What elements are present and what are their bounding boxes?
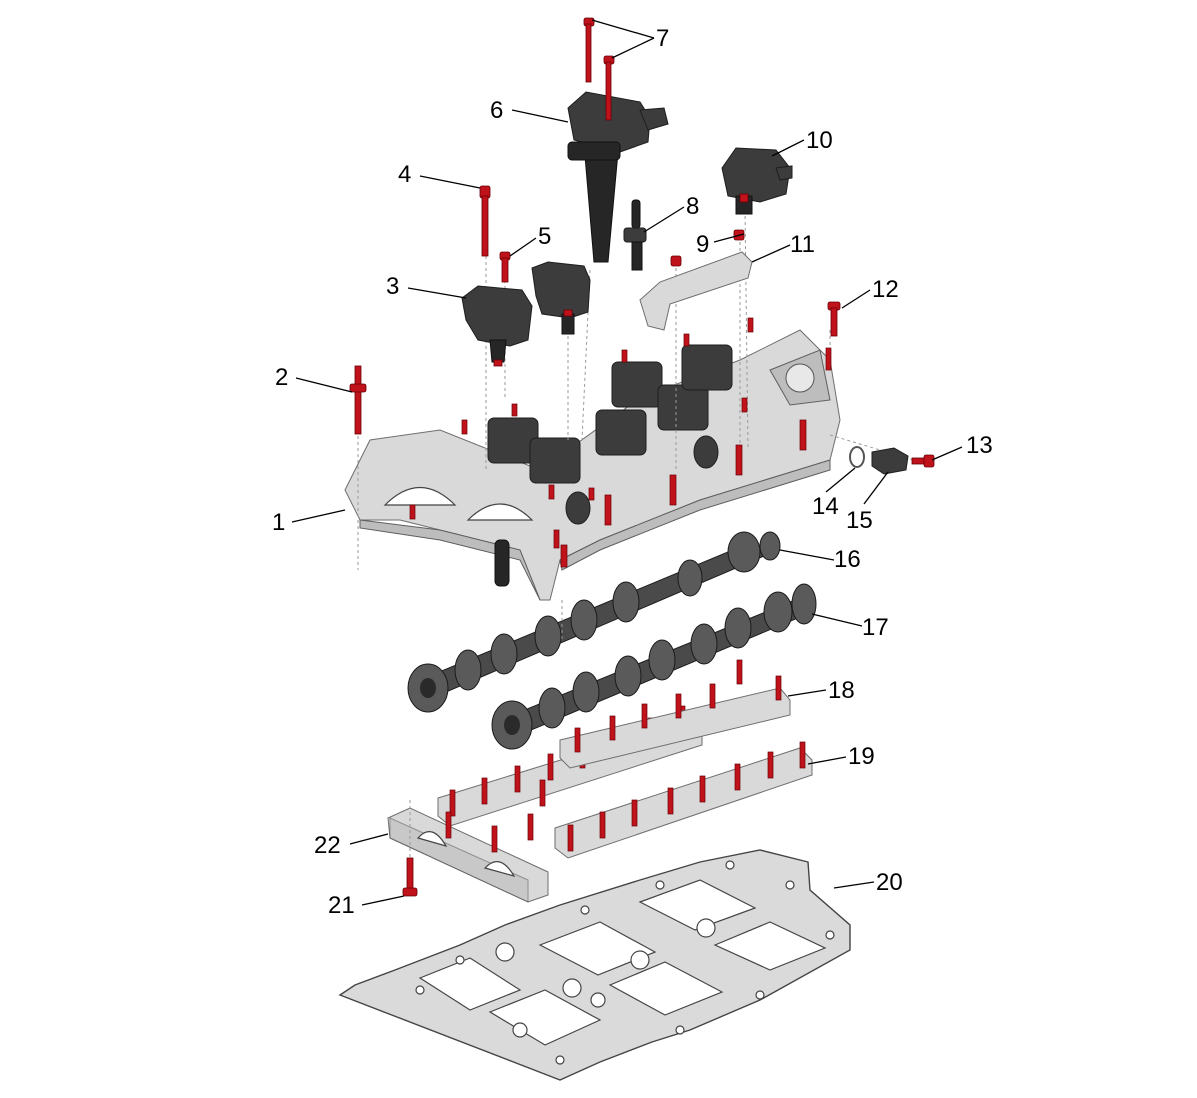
callout-22: 22: [314, 832, 341, 859]
callout-13: 13: [966, 432, 993, 459]
callout-10: 10: [806, 127, 833, 154]
callout-3: 3: [386, 273, 399, 300]
sensor-15: [871, 447, 909, 475]
front-bearing-cap: [387, 800, 549, 903]
callout-17: 17: [862, 614, 889, 641]
exhaust-camshaft: [491, 583, 817, 750]
short-bolt-5: [499, 251, 511, 283]
callout-9: 9: [696, 231, 709, 258]
callout-8: 8: [686, 193, 699, 220]
installed-ignition-coils: [487, 344, 733, 525]
callout-2: 2: [275, 364, 288, 391]
callout-14: 14: [812, 493, 839, 520]
bracket-11: [639, 251, 753, 331]
callout-11: 11: [790, 231, 815, 258]
ignition-coil-3: [461, 285, 533, 367]
ignition-coil-center: [531, 261, 591, 335]
leader-lines: [291, 19, 963, 906]
callout-5: 5: [538, 223, 551, 250]
callout-20: 20: [876, 869, 903, 896]
callout-1: 1: [272, 509, 285, 536]
sensor-8: [623, 199, 647, 271]
front-cap-bolt: [402, 857, 418, 897]
cylinder-head-gasket: [338, 849, 851, 1081]
bearing-ladder-upper: [559, 659, 791, 769]
nut-9: [670, 229, 745, 267]
long-bolt-4: [479, 185, 491, 257]
callout-4: 4: [398, 161, 411, 188]
housing-bolts: [409, 317, 832, 568]
callout-15: 15: [846, 507, 873, 534]
o-ring-14: [849, 446, 865, 468]
ignition-coil-10: [721, 147, 793, 215]
bolt-12: [827, 301, 841, 337]
callout-labels: 1 2 3 4 5 6 7 8 9 10 11 12 13 14 15 16 1…: [272, 25, 993, 919]
long-bolt-2: [349, 365, 367, 435]
intake-camshaft: [407, 531, 781, 713]
pencil-ignition-coil-6: [567, 91, 669, 263]
callout-16: 16: [834, 546, 861, 573]
callout-7: 7: [656, 25, 669, 52]
camshaft-housing: [344, 329, 841, 601]
callout-6: 6: [490, 97, 503, 124]
callout-18: 18: [828, 677, 855, 704]
coil-bolts-7: [583, 17, 615, 121]
callout-19: 19: [848, 743, 875, 770]
callout-12: 12: [872, 276, 899, 303]
callout-21: 21: [328, 892, 355, 919]
bolt-13: [911, 454, 935, 468]
